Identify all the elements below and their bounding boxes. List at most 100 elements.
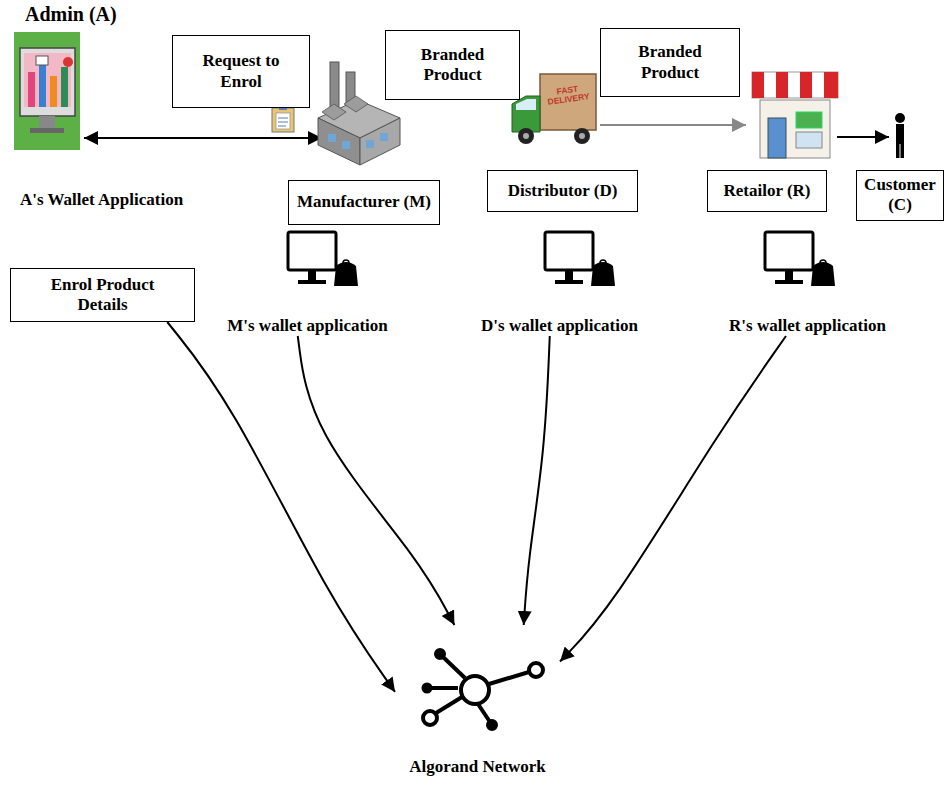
admin-icon [63,57,73,67]
node-label: M's wallet application [227,316,388,336]
clipboard-icon [276,113,290,129]
process-box: Branded Product [385,30,520,100]
admin-icon [36,56,48,65]
network-icon [529,663,543,677]
factory-icon [330,62,339,110]
node-label: R's wallet application [729,316,886,336]
clipboard-icon [278,122,288,123]
wallet-application: R's wallet application [700,226,915,336]
customer-figure [896,143,900,158]
network-icon [478,704,490,722]
delivery-truck-icon [512,74,596,144]
computer-wallet-icon [765,232,813,270]
computer-wallet-icon [765,232,835,286]
network-icon [436,697,462,713]
data-flow-arrow [524,336,550,625]
factory-icon [366,140,374,148]
network-icon [461,676,489,704]
node-label: Manufacturer (M) [297,192,431,212]
admin-icon [50,76,57,107]
data-flow-arrow [298,336,455,625]
factory-icon [322,104,346,120]
network-icon [423,650,543,729]
shop-icon [768,118,786,158]
role-box: Retailor (R) [707,170,827,212]
node-label: Enrol Product Details [38,275,167,316]
node-heading: Admin (A) [25,2,117,26]
process-box: Enrol Product Details [10,268,195,322]
network-node: Algorand Network [395,625,560,777]
shop-icon [824,72,838,98]
delivery-line [600,124,746,126]
admin-wallet: Admin (A) A's Wallet Application [5,2,245,210]
shop-icon [752,72,764,98]
network-icon [442,656,465,678]
network-icon [489,672,529,684]
wallet-application: D's wallet application [462,226,657,336]
customer-figure [895,113,905,123]
role-box: Manufacturer (M) [288,180,440,225]
node-label: Customer (C) [861,175,939,216]
customer-figure [896,124,904,144]
customer-figure [901,143,905,158]
clipboard-icon [278,126,286,127]
node-label: Branded Product [413,45,492,86]
computer-wallet-icon [298,280,326,284]
delivery-truck-icon [516,99,536,110]
factory-icon [328,134,336,142]
computer-wallet-icon [545,232,615,286]
computer-wallet-icon [308,270,316,280]
sale-arrow [837,136,889,138]
shop-icon [800,72,812,98]
customer-figure [895,113,905,158]
node-label: A's Wallet Application [20,190,183,210]
shop-icon [796,112,822,128]
delivery-truck-icon [512,96,540,132]
computer-wallet-icon [565,270,573,280]
computer-wallet-icon [600,260,606,266]
admin-icon [30,128,64,133]
node-label: D's wallet application [481,316,638,336]
data-flow-arrow [167,322,395,692]
admin-icon [14,32,80,150]
data-flow-arrow [560,336,786,661]
computer-wallet-icon [288,232,336,270]
clipboard-icon [272,108,294,132]
admin-icon [28,72,35,107]
delivery-truck-icon [518,128,534,144]
process-box: Request to Enrol [172,35,310,108]
node-label: Algorand Network [409,757,545,777]
shop-icon [796,132,822,148]
node-label: Request to Enrol [192,51,290,92]
computer-wallet-icon [555,280,583,284]
shop-icon [760,100,830,158]
node-label: Branded Product [631,42,709,83]
factory-icon [318,62,400,165]
enrol-request-arrow [84,137,322,139]
node-label: Distributor (D) [508,181,618,201]
node-label: Retailor (R) [723,181,810,201]
shop-icon [752,72,838,158]
process-box: Branded Product [600,28,740,97]
admin-icon [39,116,55,128]
computer-wallet-icon [775,280,803,284]
role-box: Customer (C) [856,170,944,221]
delivery-truck-icon [540,74,596,130]
clipboard-icon [279,105,287,110]
network-icon [488,721,496,729]
clipboard-icon [278,118,288,119]
computer-wallet-icon [545,232,593,270]
clipboard-icon [272,105,294,132]
network-icon [424,685,431,692]
computer-wallet-icon [343,260,349,266]
factory-icon [360,118,400,165]
admin-icon [61,67,68,107]
computer-wallet-icon [820,260,826,266]
delivery-truck-icon [523,133,529,139]
wallet-application: M's wallet application [210,226,405,336]
admin-icon [14,32,80,150]
factory-icon [342,141,350,149]
truck-lettering: FAST DELIVERY [542,83,594,108]
factory-icon [344,96,368,112]
